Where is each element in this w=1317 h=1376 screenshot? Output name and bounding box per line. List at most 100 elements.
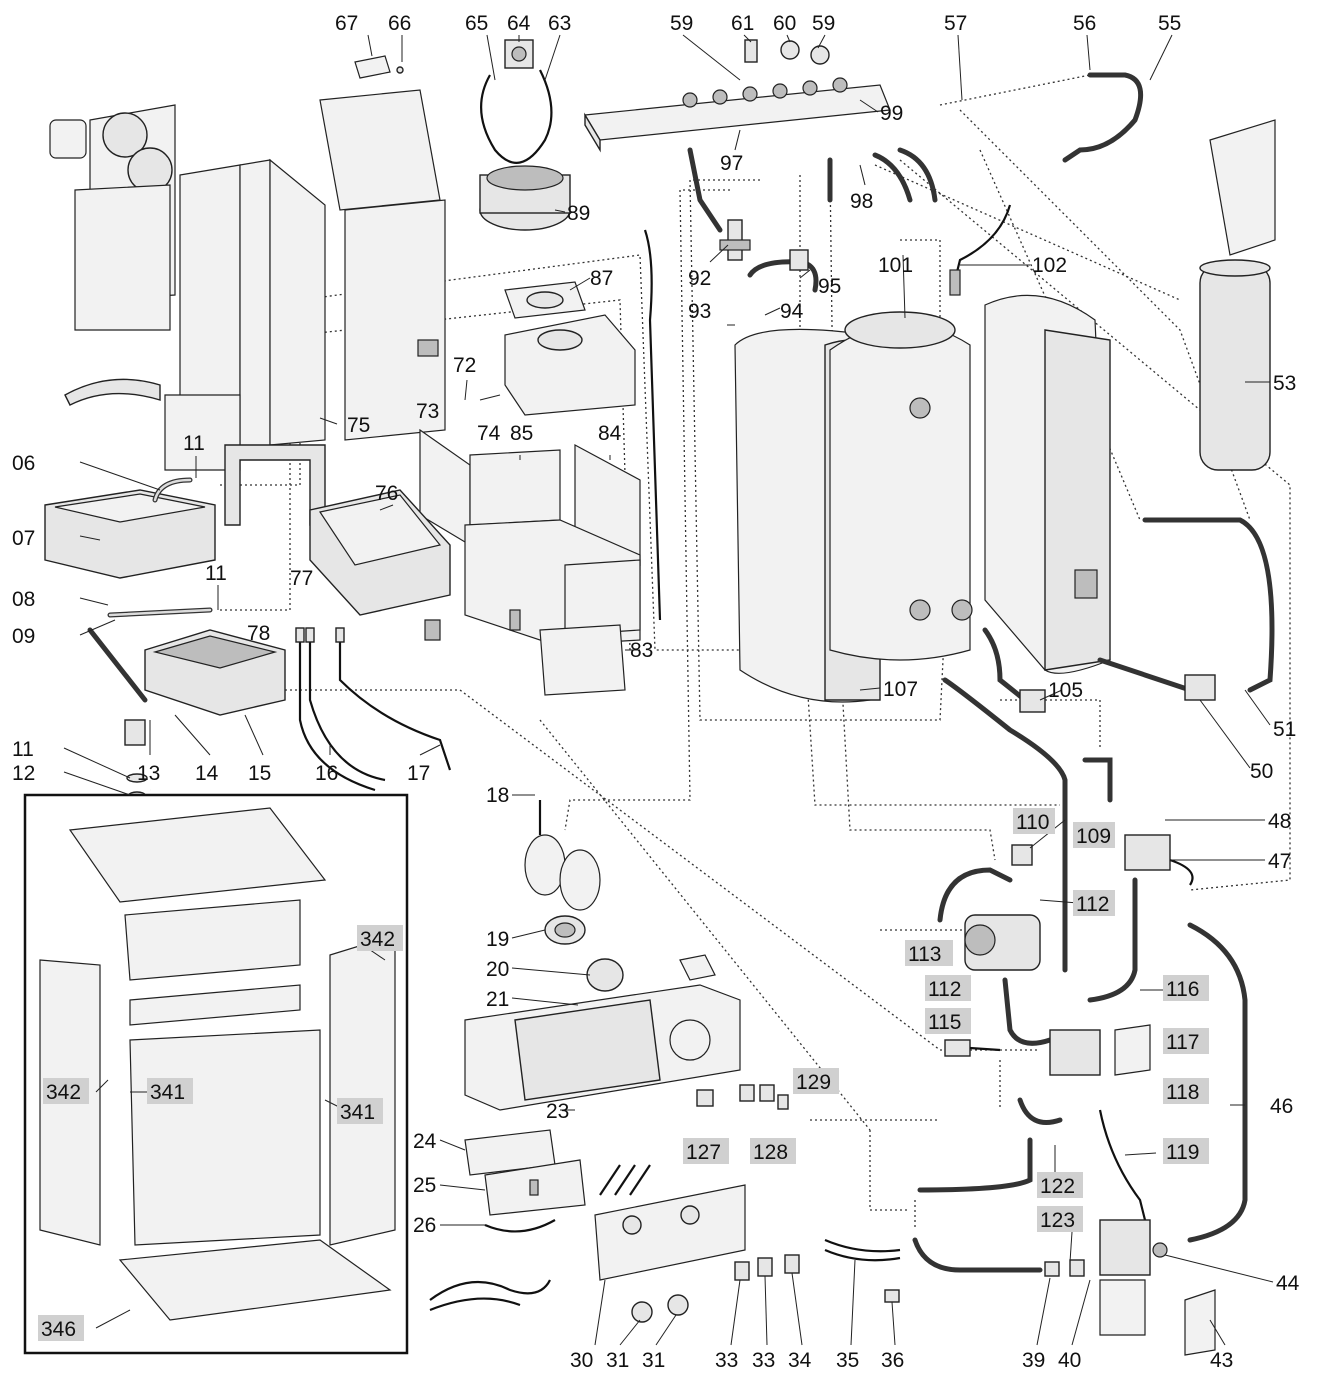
callout-123: 123 (1040, 1209, 1075, 1232)
callout-112-b: 112 (928, 978, 961, 1001)
pipe-116 (1087, 877, 1138, 1003)
callout-08: 08 (12, 588, 35, 611)
expansion-vessel (309, 489, 451, 641)
coil-tube (524, 800, 601, 945)
callout-84: 84 (598, 422, 622, 445)
callout-129: 129 (796, 1071, 831, 1094)
callout-112: 112 (1076, 893, 1109, 916)
callout-43: 43 (1210, 1349, 1233, 1372)
callout-122: 122 (1040, 1175, 1075, 1198)
sensor-102 (949, 204, 1012, 296)
callout-341-b: 341 (340, 1101, 375, 1124)
callout-14: 14 (195, 762, 219, 785)
rear-panel (49, 104, 176, 331)
fan-assembly (479, 39, 571, 231)
storage-tank (829, 311, 973, 661)
diverter-valve-118 (1049, 1024, 1151, 1076)
callout-98: 98 (850, 190, 873, 213)
callout-63: 63 (548, 12, 571, 35)
pipe-gas-lower (912, 1137, 1043, 1273)
callout-31-b: 31 (642, 1349, 665, 1372)
small-gaskets-66-67 (354, 55, 404, 79)
callout-53: 53 (1273, 372, 1296, 395)
callout-19: 19 (486, 928, 509, 951)
callout-102: 102 (1032, 254, 1067, 277)
callout-39: 39 (1022, 1349, 1045, 1372)
control-panel-30 (594, 1164, 746, 1281)
callout-44: 44 (1276, 1272, 1300, 1295)
inset-casing-box (23, 793, 409, 1355)
callout-18: 18 (486, 784, 509, 807)
cable-35 (824, 1238, 901, 1262)
callout-34: 34 (788, 1349, 812, 1372)
pipe-119 (1098, 1109, 1147, 1221)
switches-33-34 (734, 1254, 800, 1281)
callout-60: 60 (773, 12, 796, 35)
callout-11-c: 11 (12, 738, 34, 761)
anode-105 (982, 627, 1046, 713)
circulation-pump (937, 844, 1041, 971)
callout-13: 13 (137, 762, 160, 785)
callout-128: 128 (753, 1141, 788, 1164)
callout-59-b: 59 (812, 12, 835, 35)
callout-115: 115 (928, 1011, 961, 1034)
callout-07: 07 (12, 527, 35, 550)
callout-93: 93 (688, 300, 711, 323)
gas-valve-40 (1044, 1219, 1168, 1336)
callout-67: 67 (335, 12, 358, 35)
hood-gasket (504, 281, 586, 319)
callout-59: 59 (670, 12, 693, 35)
bracket-clip (64, 378, 161, 406)
callout-48: 48 (1268, 810, 1291, 833)
callout-73: 73 (416, 400, 439, 423)
callout-46: 46 (1270, 1095, 1293, 1118)
callout-78: 78 (247, 622, 270, 645)
clip-36 (884, 1289, 900, 1303)
gasket-20 (586, 958, 624, 992)
callout-21: 21 (486, 988, 509, 1011)
callout-342-b: 342 (46, 1081, 81, 1104)
leader-lines (63, 34, 1274, 1346)
callout-06: 06 (12, 452, 35, 475)
callout-101: 101 (878, 254, 913, 277)
callout-341: 341 (150, 1081, 185, 1104)
callout-11-b: 11 (205, 562, 227, 585)
callout-119: 119 (1166, 1141, 1199, 1164)
combustion-hood (504, 314, 636, 416)
callout-36: 36 (881, 1349, 904, 1372)
plug-115 (944, 1039, 1001, 1057)
callout-33-b: 33 (752, 1349, 775, 1372)
callout-64: 64 (507, 12, 531, 35)
callout-95: 95 (818, 275, 841, 298)
callout-83: 83 (630, 639, 653, 662)
combustion-chamber-box (419, 428, 641, 696)
callout-74: 74 (477, 422, 501, 445)
callout-50: 50 (1250, 760, 1273, 783)
callout-labels: 67 66 65 64 63 59 61 60 59 57 56 55 99 9… (12, 12, 1300, 1372)
callout-87: 87 (590, 267, 613, 290)
pipe-46 (1187, 922, 1248, 1243)
callout-30: 30 (570, 1349, 593, 1372)
callout-116: 116 (1166, 978, 1199, 1001)
callout-35: 35 (836, 1349, 859, 1372)
callout-109: 109 (1076, 825, 1111, 848)
callout-57: 57 (944, 12, 967, 35)
callout-105: 105 (1048, 679, 1083, 702)
callout-127: 127 (686, 1141, 721, 1164)
callout-33: 33 (715, 1349, 738, 1372)
callout-97: 97 (720, 152, 743, 175)
callout-85: 85 (510, 422, 533, 445)
callout-117: 117 (1166, 1031, 1199, 1054)
heat-exchanger (44, 477, 216, 618)
callout-99: 99 (880, 102, 903, 125)
callout-20: 20 (486, 958, 509, 981)
callout-31: 31 (606, 1349, 629, 1372)
ignition-electrodes (295, 627, 452, 792)
tank-jacket-right (984, 294, 1111, 674)
valve-assembly-95 (747, 249, 819, 293)
callout-118: 118 (1166, 1081, 1199, 1104)
circuit-board-25 (484, 1159, 586, 1216)
callout-56: 56 (1073, 12, 1096, 35)
callout-highlights (38, 808, 1209, 1341)
